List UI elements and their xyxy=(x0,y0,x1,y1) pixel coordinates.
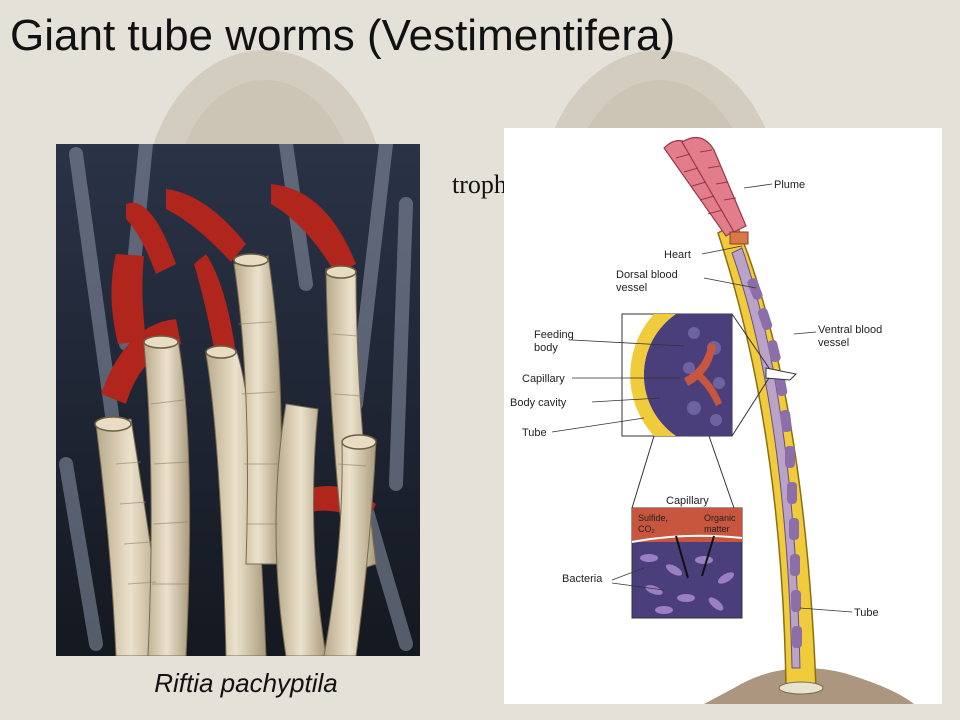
label-sulfide-2: CO₂ xyxy=(638,524,656,534)
label-ventral-vessel-2: vessel xyxy=(818,337,849,349)
label-heart: Heart xyxy=(664,249,691,261)
label-dorsal-vessel-1: Dorsal blood xyxy=(616,269,678,281)
label-capillary-zoom: Capillary xyxy=(666,495,709,507)
label-body-cavity: Body cavity xyxy=(510,397,567,409)
label-sulfide-1: Sulfide, xyxy=(638,513,668,523)
label-feeding-body-1: Feeding xyxy=(534,329,574,341)
label-capillary: Capillary xyxy=(522,373,565,385)
slide-title: Giant tube worms (Vestimentifera) xyxy=(10,11,676,60)
label-dorsal-vessel-2: vessel xyxy=(616,282,647,294)
label-tube-inset: Tube xyxy=(522,427,547,439)
tube-worm-photo xyxy=(56,144,420,656)
label-feeding-body-2: body xyxy=(534,342,558,354)
photo-caption: Riftia pachyptila xyxy=(154,668,338,698)
label-bacteria: Bacteria xyxy=(562,573,603,585)
label-organic-1: Organic xyxy=(704,513,736,523)
label-plume: Plume xyxy=(774,179,805,191)
label-organic-2: matter xyxy=(704,524,730,534)
label-ventral-vessel-1: Ventral blood xyxy=(818,324,882,336)
label-tube-main: Tube xyxy=(854,607,879,619)
tube-worm-diagram: Plume Heart Dorsal blood vessel Ventral … xyxy=(504,128,942,704)
